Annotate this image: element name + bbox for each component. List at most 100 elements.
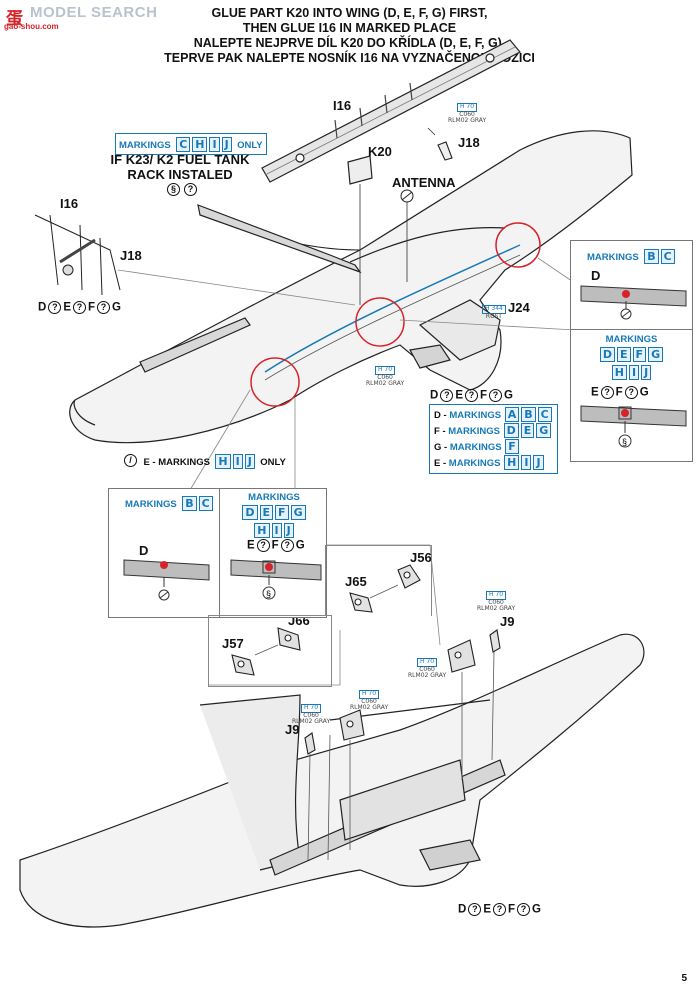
question-option-icon: ? [517,903,531,916]
panel-wing-section: § [580,405,687,448]
marking-letter: G [536,423,552,438]
marking-letter: E [520,423,535,438]
panel-letter: D [139,543,149,558]
question-option-icon: ? [464,389,478,402]
watermark-logo: 蛋 [6,9,23,29]
lower-wing-drawing [19,633,645,928]
question-option-icon: ? [492,903,506,916]
marking-table-row: G - MARKINGS F [434,439,553,455]
panel-title: MARKINGS [125,499,177,510]
marking-letter: I [521,455,532,470]
callout-frame-lower [208,615,332,687]
part-i16-spar [261,39,521,183]
label-j9-left: J9 [285,722,300,737]
paint-line: C060 [361,697,377,705]
parts-right-bracket [447,639,476,780]
option-letter: D [38,301,47,314]
question-option-icon: ? [489,389,503,402]
fuel-tank-caption: IF K23/ K2 FUEL TANK RACK INSTALED [105,152,255,182]
paint-line: C060 [488,598,504,606]
right-panel-options: E?F?G [591,386,649,399]
part-j57 [231,654,255,676]
marking-letter: J [641,365,652,380]
glue-optional-icon: § [167,183,180,197]
row-word: MARKINGS [448,426,500,437]
marking-letter: E [617,347,631,362]
paint-line: RLM02 GRAY [350,704,389,711]
marking-letter: D [242,505,258,520]
paint-line: RLM02 GRAY [477,605,516,612]
watermark-url: gao-shou.com [4,22,59,31]
option-letter: E [455,389,463,402]
question-option-icon: ? [48,301,62,314]
option-letter: F [479,389,488,402]
paint-line: C060 [303,711,319,719]
paint-line: RUST [485,312,502,320]
option-letter: F [271,539,279,552]
panel-wing-section [123,559,210,601]
panel-divider [571,329,692,330]
row-word: MARKINGS [449,442,502,453]
panel-divider [219,489,220,617]
row-word: MARKINGS [448,458,501,469]
paint-line: RLM02 GRAY [448,117,487,124]
label-j57: J57 [222,636,244,651]
label-j56: J56 [410,550,432,565]
middle-panel-options: E?F?G [247,539,305,552]
instruction-text: GLUE PART K20 INTO WING (D, E, F, G) FIR… [0,6,699,66]
option-icons-pair: §? [165,181,199,199]
parts-left-bracket [327,709,365,861]
marking-letter: I [271,523,282,538]
antenna-symbol [400,189,414,282]
marking-letter: C [537,407,552,422]
question-option-icon: ? [440,389,454,402]
label-i16-left: I16 [60,196,79,211]
svg-text:§: § [266,589,271,599]
question-option-icon: ? [280,539,294,552]
question-option-icon: ? [600,386,614,399]
fuel-tank-line: IF K23/ K2 FUEL TANK [110,152,250,167]
label-i16-top: I16 [333,98,352,113]
options-row-bottom: D?E?F?G [458,903,541,916]
marking-letter: G [648,347,664,362]
upper-wing-drawing [69,130,633,444]
sanding-icon: / [124,454,137,468]
marking-letter: I [209,137,220,152]
option-letter: F [615,386,623,399]
option-letter: G [295,539,305,552]
watermark-text: MODEL SEARCH [30,4,158,21]
label-j65: J65 [345,574,367,589]
paint-line: RLM02 GRAY [366,380,405,387]
marking-letter: F [632,347,647,362]
question-option-icon: ? [256,539,270,552]
part-j56 [369,564,421,599]
detail-inset-left [34,214,121,296]
part-j18-top [427,127,453,161]
panel-wing-section [580,285,687,320]
option-letter: D [430,389,439,402]
question-option-icon: ? [184,183,197,197]
panel-title: MARKINGS [248,492,300,503]
instruction-line: NALEPTE NEJPRVE DÍL K20 DO KŘÍDLA (D, E,… [193,36,506,50]
paint-line: C060 [459,110,475,118]
option-letter: E [483,903,491,916]
row-letter: D [434,410,441,421]
highlight-circles [250,222,541,407]
options-row-left: D?E?F?G [38,301,121,314]
marking-letter: B [521,407,536,422]
panel-title: MARKINGS [587,252,639,263]
option-letter: F [87,301,96,314]
marking-letter: H [254,523,270,538]
